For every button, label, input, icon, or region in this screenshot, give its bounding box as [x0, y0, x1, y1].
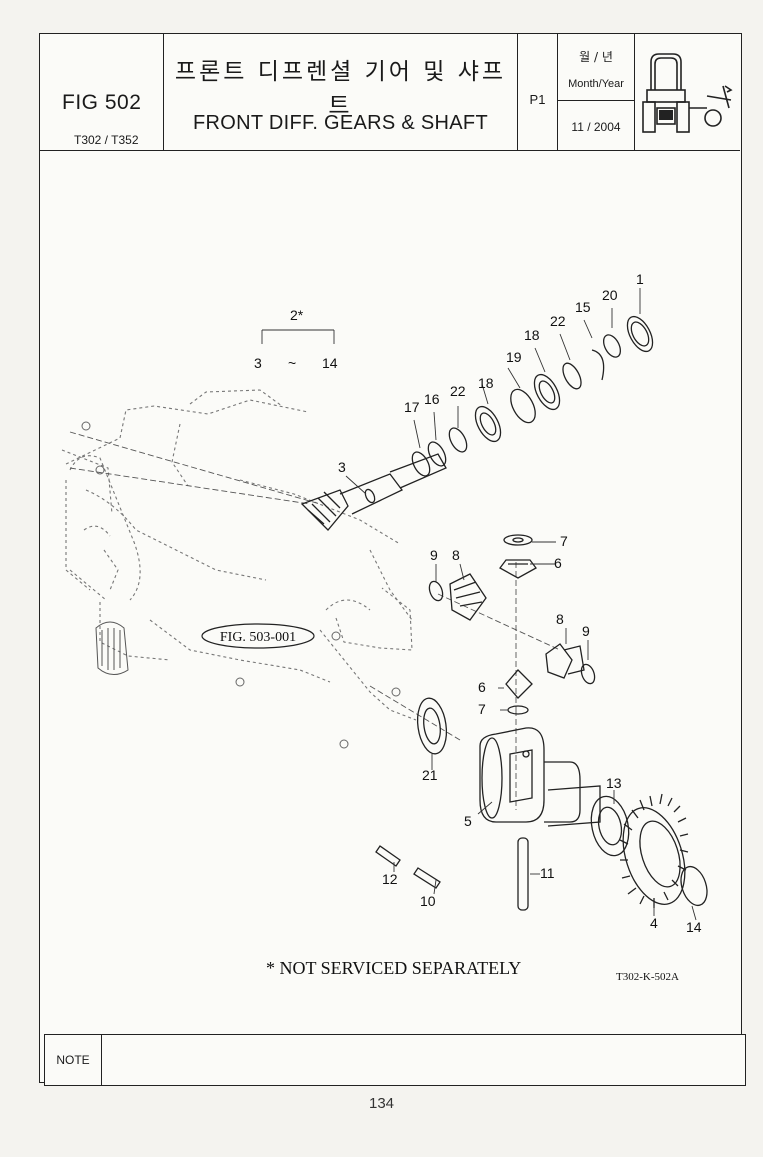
part-callout-1: 1	[636, 271, 644, 287]
part-callout-8: 8	[452, 547, 460, 563]
figure-cell: FIG 502 T302 / T352	[40, 34, 164, 150]
pins-drawing	[375, 837, 529, 911]
model-numbers: T302 / T352	[74, 133, 139, 147]
part-callout-21: 21	[422, 767, 438, 783]
part-callout-7: 7	[560, 533, 568, 549]
title-english: FRONT DIFF. GEARS & SHAFT	[193, 112, 488, 134]
part-callout-10: 10	[420, 893, 436, 909]
part-callout-14: 14	[686, 919, 702, 935]
part-callout-22: 22	[450, 383, 466, 399]
note-label: NOTE	[45, 1035, 102, 1085]
shaft-bearings-drawing	[411, 315, 654, 477]
part-callout-6: 6	[554, 555, 562, 571]
date-divider	[558, 100, 634, 101]
date-cell: 월 / 년 Month/Year 11 / 2004	[558, 34, 635, 150]
page-number: 134	[368, 1095, 395, 1112]
parts-sheet: FIG 502 T302 / T352 프론트 디프렌셜 기어 및 샤프트 FR…	[39, 33, 746, 1086]
differential-gears-drawing	[428, 534, 596, 715]
part-callout-18: 18	[478, 375, 494, 391]
assembly-range-from: 3	[254, 355, 262, 371]
pinion-shaft-drawing	[300, 453, 447, 531]
part-callout-17: 17	[404, 399, 420, 415]
pinion-spline-drawing	[95, 621, 129, 675]
page-indicator: P1	[529, 92, 546, 107]
part-callout-3: 3	[338, 459, 346, 475]
tractor-front-icon	[642, 53, 733, 133]
title-korean: 프론트 디프렌셜 기어 및 샤프트	[174, 59, 507, 119]
title-cell: 프론트 디프렌셜 기어 및 샤프트 FRONT DIFF. GEARS & SH…	[164, 34, 518, 150]
axle-housing-drawing	[61, 389, 417, 721]
ring-gear-drawing	[619, 793, 689, 908]
footnote-text: * NOT SERVICED SEPARATELY	[266, 958, 521, 978]
part-callout-20: 20	[602, 287, 618, 303]
bearing-21-drawing	[416, 697, 448, 755]
note-box: NOTE	[44, 1034, 746, 1086]
part-callout-8: 8	[556, 611, 564, 627]
assembly-range-separator: ~	[288, 355, 296, 371]
callout-leaders	[261, 288, 697, 921]
assembly-label: 2*	[290, 307, 304, 323]
pinion-axis-line	[69, 431, 561, 810]
reference-oval[interactable]	[201, 623, 315, 649]
reference-label[interactable]: FIG. 503-001	[220, 630, 296, 645]
date-label-english: Month/Year	[568, 78, 624, 90]
bearing-13-drawing	[590, 795, 630, 857]
tractor-icon-cell	[635, 34, 740, 150]
date-value: 11 / 2004	[571, 120, 621, 134]
part-callout-18: 18	[524, 327, 540, 343]
differential-case-drawing	[479, 727, 601, 827]
part-callout-5: 5	[464, 813, 472, 829]
part-callout-22: 22	[550, 313, 566, 329]
date-label-korean: 월 / 년	[579, 50, 613, 64]
part-callout-15: 15	[575, 299, 591, 315]
part-callout-11: 11	[540, 865, 555, 881]
part-callout-12: 12	[382, 871, 398, 887]
part-callout-16: 16	[424, 391, 440, 407]
housing-bolt-holes	[81, 421, 401, 749]
part-callout-9: 9	[430, 547, 438, 563]
drawing-code: T302-K-502A	[616, 971, 679, 983]
figure-number: FIG 502	[62, 91, 142, 114]
part-callout-6: 6	[478, 679, 486, 695]
snap-ring-14-drawing	[680, 865, 708, 907]
exploded-parts-diagram: 1201522181918221617398768967211351112104…	[61, 271, 708, 983]
part-callout-7: 7	[478, 701, 486, 717]
part-callout-13: 13	[606, 775, 622, 791]
title-block: FIG 502 T302 / T352 프론트 디프렌셜 기어 및 샤프트 FR…	[40, 34, 740, 151]
page-cell: P1	[518, 34, 558, 150]
assembly-range-to: 14	[322, 355, 338, 371]
part-callout-19: 19	[506, 349, 522, 365]
part-callout-9: 9	[582, 623, 590, 639]
part-callout-4: 4	[650, 915, 658, 931]
